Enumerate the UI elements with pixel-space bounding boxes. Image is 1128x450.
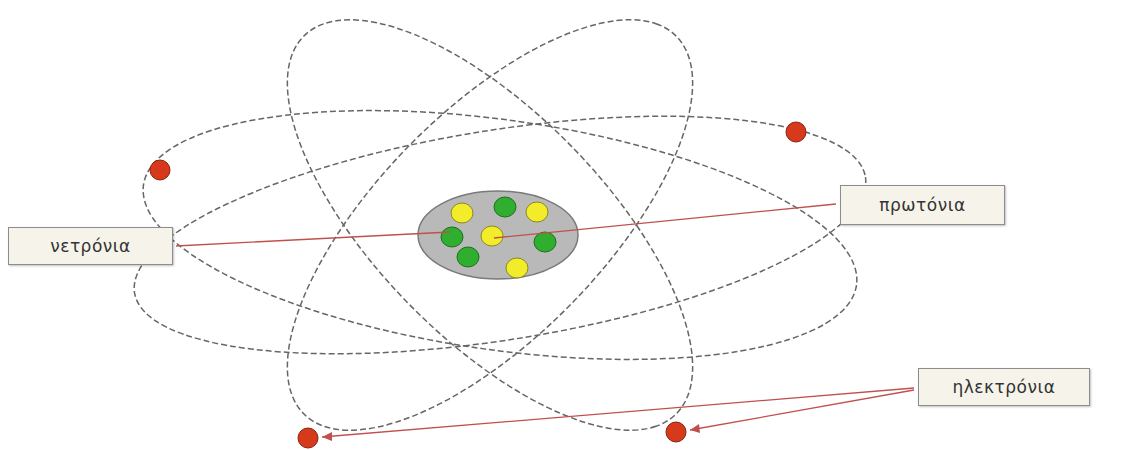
label-box: νετρόνια xyxy=(8,227,173,265)
proton xyxy=(526,202,548,222)
proton xyxy=(481,226,503,246)
electron xyxy=(150,160,170,180)
leader-line xyxy=(322,388,914,437)
electron xyxy=(786,122,806,142)
neutrons xyxy=(441,197,556,267)
neutron xyxy=(494,197,516,217)
leader-line xyxy=(176,232,450,246)
leader-heads xyxy=(322,424,700,441)
label-box: πρωτόνια xyxy=(840,185,1005,225)
label-box: ηλεκτρόνια xyxy=(918,368,1090,406)
neutron xyxy=(534,232,556,252)
label-text: πρωτόνια xyxy=(879,195,965,215)
label-text: ηλεκτρόνια xyxy=(953,377,1056,397)
leader-line xyxy=(690,390,914,430)
leader-head xyxy=(690,424,700,433)
leader-line xyxy=(494,204,836,238)
electrons xyxy=(150,122,806,448)
nucleus-body xyxy=(418,191,578,279)
proton xyxy=(451,203,473,223)
orbit xyxy=(118,73,882,396)
nucleus xyxy=(418,191,578,279)
leader-lines xyxy=(176,204,914,437)
neutron xyxy=(441,227,463,247)
neutron xyxy=(457,247,479,267)
orbits xyxy=(118,0,882,450)
orbit xyxy=(208,0,772,450)
electron xyxy=(666,422,686,442)
label-text: νετρόνια xyxy=(50,236,131,256)
orbit xyxy=(127,71,872,399)
orbit xyxy=(208,0,772,450)
electron xyxy=(298,428,318,448)
proton xyxy=(506,258,528,278)
leader-head xyxy=(322,432,332,441)
